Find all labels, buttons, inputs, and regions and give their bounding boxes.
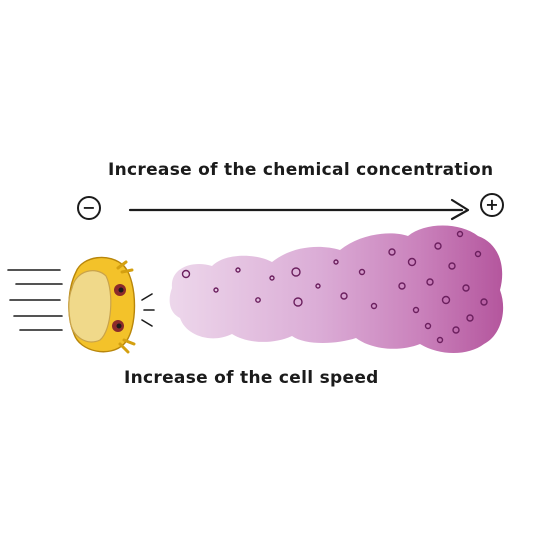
- arrow-icon: [128, 198, 470, 221]
- sensing-marks-icon: [141, 293, 155, 327]
- concentration-label: Increase of the chemical concentration: [108, 160, 494, 180]
- cell-icon: [68, 256, 136, 354]
- speed-label: Increase of the cell speed: [124, 368, 379, 388]
- minus-sign-icon: −: [77, 196, 101, 220]
- chemical-cloud-icon: [169, 225, 504, 353]
- speed-lines-icon: [7, 269, 63, 331]
- plus-sign-icon: +: [480, 193, 504, 217]
